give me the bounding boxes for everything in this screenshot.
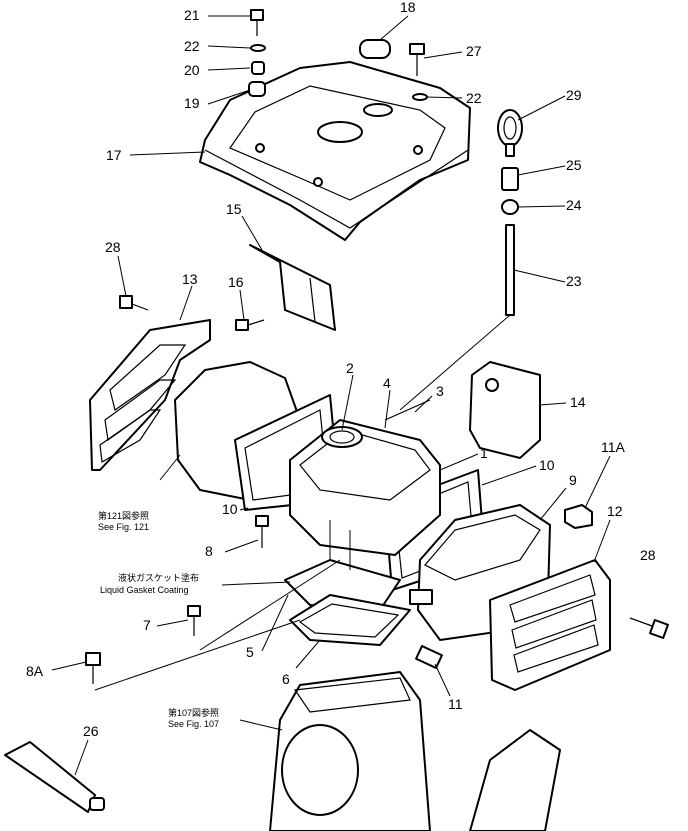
label-6: 6	[282, 671, 290, 687]
bolt-8	[255, 515, 269, 548]
label-9: 9	[569, 472, 577, 488]
label-2: 2	[346, 360, 354, 376]
cushion-19	[248, 81, 266, 97]
label-4: 4	[383, 375, 391, 391]
bolt-21	[250, 9, 264, 36]
label-28-left: 28	[105, 239, 121, 255]
label-20: 20	[184, 62, 200, 78]
bolt-28-right	[629, 617, 669, 639]
bolt-8a	[85, 652, 101, 684]
note-fig121-jp: 第121図参照	[98, 510, 149, 521]
housing-1	[289, 419, 441, 556]
label-22: 22	[184, 38, 200, 54]
leader-lines	[51, 15, 611, 776]
label-19: 19	[184, 95, 200, 111]
label-10-left: 10	[222, 501, 238, 517]
bracket-15	[249, 244, 336, 331]
label-8a: 8A	[26, 663, 44, 679]
block-11a	[564, 504, 593, 529]
bolt-27	[409, 43, 425, 76]
label-8: 8	[205, 543, 213, 559]
label-1: 1	[480, 445, 488, 461]
label-11a: 11A	[601, 439, 626, 455]
collar-20	[251, 61, 265, 75]
note-fig107-jp: 第107図参照	[168, 707, 219, 718]
label-24: 24	[566, 197, 582, 213]
note-fig107-en: See Fig. 107	[168, 719, 219, 729]
label-11: 11	[448, 696, 463, 712]
bolt-7	[187, 605, 201, 636]
hose-3	[384, 399, 431, 421]
gasket-tube-26	[4, 741, 105, 813]
label-25: 25	[566, 157, 582, 173]
bolt-16	[235, 319, 265, 331]
label-21: 21	[184, 7, 200, 23]
side-plate-13	[89, 319, 211, 471]
label-14: 14	[570, 394, 586, 410]
label-12: 12	[607, 503, 623, 519]
label-27: 27	[466, 43, 482, 59]
label-3: 3	[436, 383, 444, 399]
label-15: 15	[226, 201, 242, 217]
block-9-tab	[409, 589, 433, 605]
bolt-28-left	[119, 295, 149, 311]
top-cover	[199, 61, 471, 241]
label-5: 5	[246, 644, 254, 660]
label-28-right: 28	[640, 547, 656, 563]
crankcase	[269, 671, 561, 831]
label-26: 26	[83, 723, 99, 739]
label-29: 29	[566, 87, 582, 103]
label-10-right: 10	[539, 457, 555, 473]
note-fig121-en: See Fig. 121	[98, 522, 149, 532]
label-18: 18	[400, 0, 416, 15]
cap-18	[359, 39, 391, 59]
nut-25	[501, 167, 519, 191]
gasket-5	[284, 559, 401, 611]
label-23: 23	[566, 273, 582, 289]
note-gasket-en: Liquid Gasket Coating	[100, 585, 189, 595]
nut-24	[501, 199, 519, 215]
label-17: 17	[106, 147, 122, 163]
label-7: 7	[143, 617, 151, 633]
washer-22	[250, 44, 266, 52]
plug-11	[415, 645, 443, 669]
label-22-right: 22	[466, 90, 482, 106]
washer-22-right	[412, 93, 428, 101]
label-16: 16	[228, 274, 244, 290]
note-gasket-jp: 液状ガスケット塗布	[118, 572, 199, 583]
tank-14	[469, 361, 541, 459]
eye-bolt-29	[497, 109, 523, 157]
label-13: 13	[182, 271, 198, 287]
